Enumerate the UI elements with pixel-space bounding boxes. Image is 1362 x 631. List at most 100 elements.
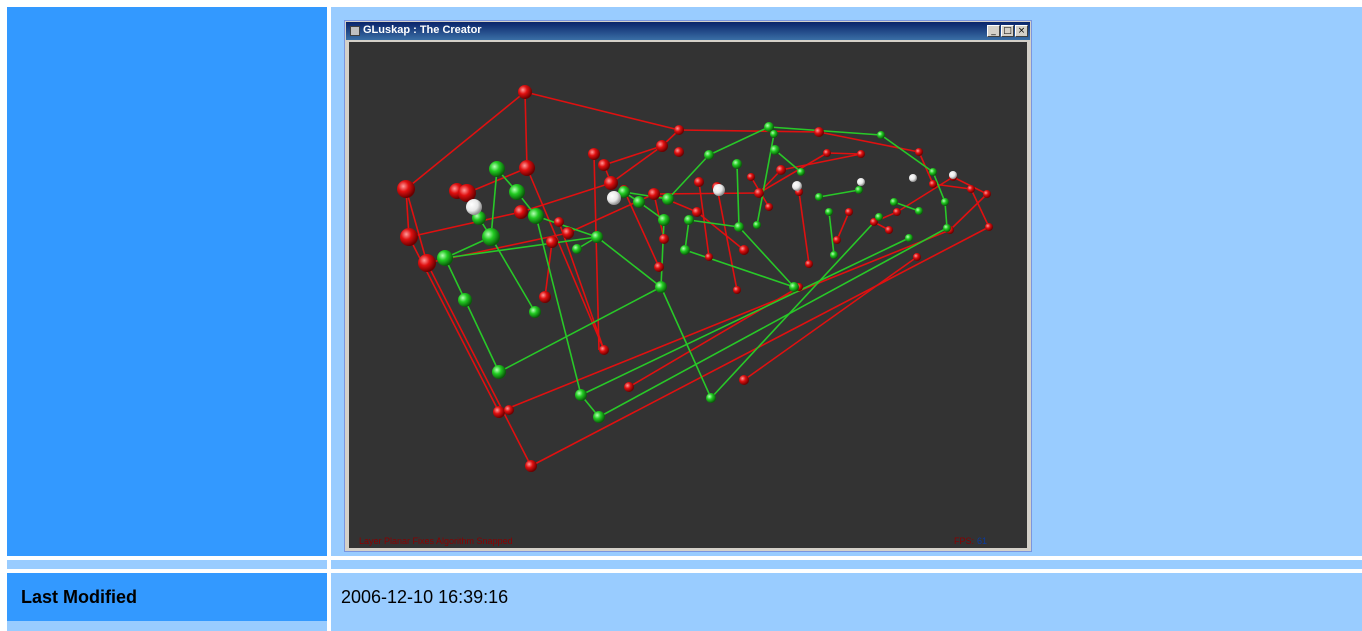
red-node	[400, 228, 418, 246]
green-node	[591, 231, 603, 243]
green-node	[943, 224, 951, 232]
red-node	[733, 286, 741, 294]
graph-edge	[970, 188, 990, 228]
graph-edge	[678, 129, 820, 133]
graph-edge	[653, 193, 698, 213]
red-node	[967, 185, 975, 193]
graph-edge	[524, 91, 680, 131]
graph-edge	[598, 227, 948, 418]
green-node	[618, 186, 630, 198]
graph-edge	[818, 189, 860, 198]
green-node	[572, 244, 582, 254]
green-node	[593, 411, 605, 423]
green-node	[489, 161, 505, 177]
graph-edge	[405, 91, 526, 190]
green-node	[528, 208, 544, 224]
red-node	[885, 226, 893, 234]
green-node	[734, 222, 744, 232]
green-node	[509, 184, 525, 200]
maximize-icon[interactable]: □	[1001, 25, 1014, 37]
green-node	[704, 150, 714, 160]
red-node	[692, 207, 702, 217]
green-node	[905, 234, 913, 242]
graph-edge	[593, 153, 600, 351]
white-node	[857, 178, 865, 186]
graph-edge	[836, 211, 850, 241]
graph-edge	[603, 145, 663, 166]
graph-edge	[880, 134, 934, 173]
graph-edge	[526, 167, 605, 351]
graph-edge	[580, 237, 910, 396]
graph-nodes	[397, 85, 993, 472]
graph-edge	[426, 262, 532, 467]
graph-edge	[524, 91, 528, 169]
red-node	[765, 203, 773, 211]
white-node	[949, 171, 957, 179]
3d-graph-viewport[interactable]: Layer Planar Fixes Algorithm Snapped FPS…	[349, 42, 1027, 548]
close-icon[interactable]: ×	[1015, 25, 1028, 37]
red-node	[857, 150, 865, 158]
minimize-icon[interactable]: _	[987, 25, 1000, 37]
table-footer	[7, 621, 327, 631]
green-node	[492, 365, 506, 379]
graph-edge	[696, 211, 745, 251]
graph-edge	[710, 216, 880, 399]
green-node	[875, 213, 883, 221]
graph-edge	[932, 171, 946, 203]
red-node	[397, 180, 415, 198]
graph-edge	[444, 236, 598, 259]
green-node	[815, 193, 823, 201]
green-node	[753, 221, 761, 229]
graph-edge	[667, 154, 710, 200]
red-node	[546, 236, 558, 248]
green-node	[855, 186, 863, 194]
graph-edge	[660, 286, 712, 399]
green-node	[915, 207, 923, 215]
window-title: GLuskap : The Creator	[363, 24, 482, 36]
red-node	[493, 406, 505, 418]
graph-edge	[826, 152, 862, 155]
red-node	[418, 254, 436, 272]
graph-edge	[684, 219, 690, 251]
graph-edge	[893, 201, 920, 212]
window-titlebar[interactable]: GLuskap : The Creator _ □ ×	[346, 22, 1030, 40]
graph-edge	[405, 188, 428, 264]
graph-edge	[738, 226, 795, 288]
app-window-icon	[350, 26, 360, 36]
red-node	[739, 375, 749, 385]
graph-edge	[498, 286, 662, 373]
red-node	[598, 159, 610, 171]
green-node	[929, 168, 937, 176]
3d-graph-render	[397, 85, 993, 472]
graph-edge	[464, 299, 500, 373]
fps-value: 61	[977, 536, 988, 546]
row-separator	[331, 560, 1362, 569]
graph-edge	[530, 226, 990, 467]
red-node	[805, 260, 813, 268]
status-text: Layer Planar Fixes Algorithm Snapped	[359, 536, 513, 546]
red-node	[705, 253, 713, 261]
green-node	[732, 159, 742, 169]
green-node	[655, 281, 667, 293]
green-node	[789, 282, 799, 292]
red-node	[525, 460, 537, 472]
red-node	[458, 184, 476, 202]
graph-edge	[688, 219, 740, 228]
graph-edge	[535, 215, 598, 238]
graph-edge	[949, 193, 988, 231]
red-node	[599, 345, 609, 355]
graph-edge	[558, 221, 605, 351]
fps-label: FPS:	[954, 536, 975, 546]
graph-edge	[466, 167, 528, 194]
green-node	[890, 198, 898, 206]
red-node	[554, 217, 564, 227]
graph-edge	[653, 192, 760, 195]
red-node	[504, 405, 514, 415]
red-node	[833, 236, 841, 244]
red-node	[539, 291, 551, 303]
red-node	[823, 149, 831, 157]
red-node	[747, 173, 755, 181]
green-node	[482, 228, 500, 246]
green-node	[830, 251, 838, 259]
red-node	[514, 205, 528, 219]
